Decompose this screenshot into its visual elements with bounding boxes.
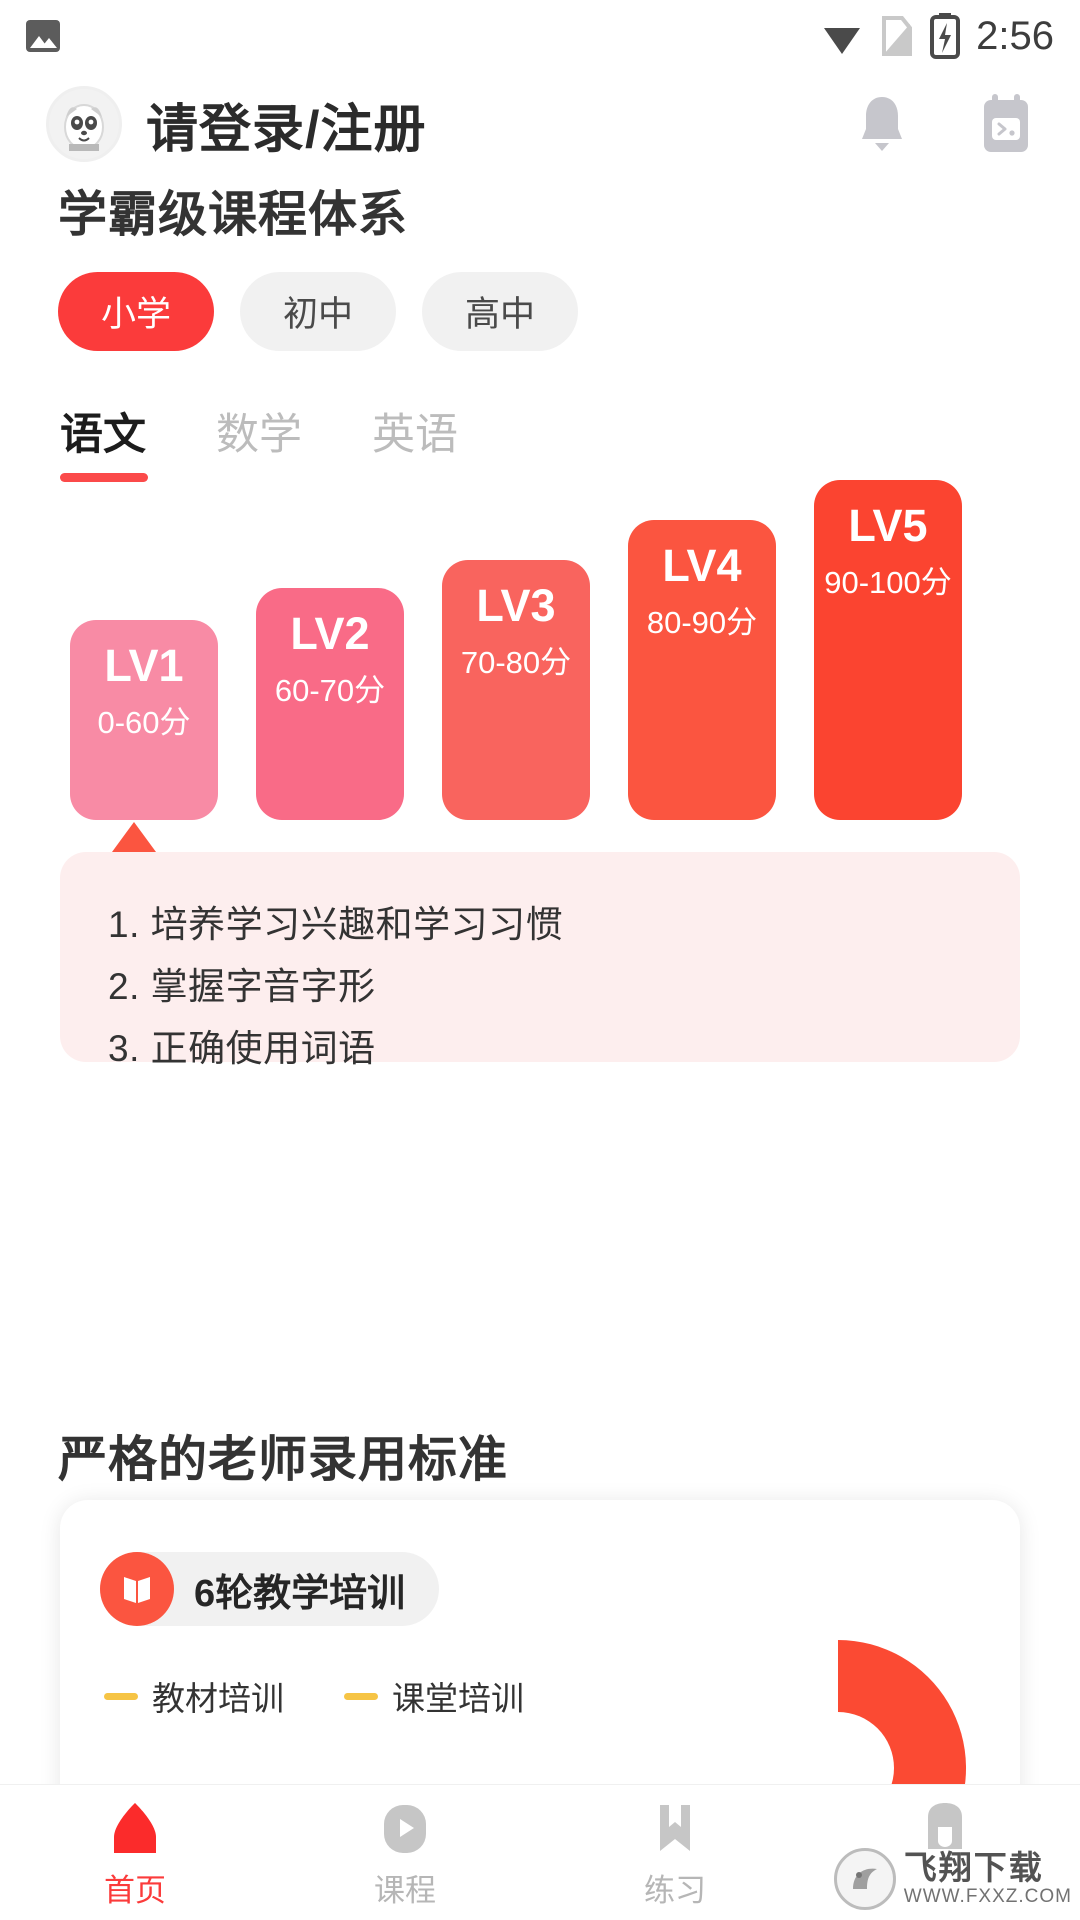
app-header-actions	[854, 92, 1034, 156]
home-icon	[114, 1803, 156, 1853]
level-bar-label: LV1	[104, 640, 184, 691]
app-header: 请登录/注册	[0, 74, 1080, 174]
legend-label: 教材培训	[152, 1680, 284, 1717]
level-bar-label: LV2	[290, 608, 370, 659]
wifi-icon	[824, 28, 861, 54]
book-icon	[100, 1552, 174, 1626]
watermark: 飞翔下载 WWW.FXXZ.COM	[833, 1848, 1072, 1910]
legend-item: 课堂培训	[344, 1672, 524, 1720]
level-bar-label: LV5	[848, 500, 928, 551]
watermark-logo-icon	[833, 1848, 896, 1910]
level-detail-item: 3. 正确使用词语	[108, 1027, 376, 1069]
grade-pill-middle[interactable]: 初中	[240, 272, 396, 351]
legend-swatch-icon	[344, 1692, 378, 1700]
sim-card-icon	[882, 16, 913, 56]
grade-pill-high[interactable]: 高中	[422, 272, 578, 351]
training-badge-label: 6轮教学培训	[194, 1572, 406, 1615]
nav-item-home[interactable]: 首页	[0, 1797, 270, 1910]
battery-charging-icon	[930, 13, 961, 59]
level-bar-label: LV3	[476, 580, 556, 631]
watermark-main: 飞翔下载	[903, 1849, 1044, 1887]
nav-item-practice[interactable]: 练习	[540, 1797, 810, 1910]
legend-label: 课堂培训	[392, 1680, 524, 1717]
tab-chinese[interactable]: 语文	[60, 400, 148, 482]
nav-label-home: 首页	[104, 1873, 166, 1908]
status-bar: 2:56	[0, 0, 1080, 72]
subject-tabs: 语文 数学 英语	[60, 400, 458, 482]
level-detail-card: 1. 培养学习兴趣和学习习惯 2. 掌握字音字形 3. 正确使用词语	[60, 852, 1020, 1069]
avatar[interactable]	[46, 86, 122, 162]
status-bar-clock: 2:56	[976, 13, 1054, 58]
level-bar-range: 0-60分	[97, 705, 191, 741]
level-bar-lv3[interactable]: LV3 70-80分	[442, 560, 590, 820]
tab-math[interactable]: 数学	[216, 411, 302, 459]
selected-level-pointer-icon	[112, 822, 156, 852]
nav-label-practice: 练习	[644, 1873, 706, 1908]
level-detail-item: 1. 培养学习兴趣和学习习惯	[108, 904, 564, 945]
nav-label-course: 课程	[374, 1873, 436, 1908]
grade-pill-primary[interactable]: 小学	[58, 272, 214, 351]
legend-item: 教材培训	[104, 1672, 284, 1720]
level-bar-chart: LV1 0-60分 LV2 60-70分 LV3 70-80分 LV4 80-9…	[60, 470, 1020, 820]
level-bar-range: 90-100分	[824, 565, 952, 601]
grade-selector: 小学 初中 高中	[58, 272, 578, 351]
level-bar-lv2[interactable]: LV2 60-70分	[256, 588, 404, 820]
training-legend: 教材培训 课堂培训	[104, 1672, 524, 1720]
level-bar-range: 80-90分	[646, 605, 758, 641]
level-bar-lv1[interactable]: LV1 0-60分	[70, 620, 218, 820]
status-bar-right: 2:56	[820, 13, 1054, 59]
watermark-text: 飞翔下载 WWW.FXXZ.COM	[904, 1850, 1072, 1907]
level-bar-lv4[interactable]: LV4 80-90分	[628, 520, 776, 820]
watermark-sub: WWW.FXXZ.COM	[903, 1885, 1072, 1907]
bottom-navigation: 首页 课程 练习	[0, 1784, 1080, 1920]
panda-avatar-icon	[64, 104, 104, 151]
bookmark-icon	[660, 1805, 690, 1851]
level-bar-range: 60-70分	[274, 673, 386, 709]
level-bar-range: 70-80分	[460, 645, 572, 681]
gallery-icon	[26, 20, 60, 52]
page-title-course: 学霸级课程体系	[58, 188, 409, 242]
nav-item-course[interactable]: 课程	[270, 1797, 540, 1910]
status-bar-left	[26, 20, 60, 52]
calendar-icon[interactable]	[978, 92, 1034, 156]
nav-item-profile[interactable]	[810, 1797, 1080, 1865]
profile-icon	[928, 1803, 962, 1849]
page-title-teacher: 严格的老师录用标准	[58, 1433, 509, 1487]
level-bar-lv5[interactable]: LV5 90-100分	[814, 480, 962, 820]
tab-english[interactable]: 英语	[372, 411, 458, 459]
legend-swatch-icon	[104, 1692, 138, 1700]
level-detail-item: 2. 掌握字音字形	[108, 965, 376, 1007]
training-badge: 6轮教学培训	[100, 1552, 440, 1626]
login-register-link[interactable]: 请登录/注册	[146, 100, 427, 159]
play-circle-icon	[384, 1805, 426, 1853]
level-bar-label: LV4	[662, 540, 742, 591]
bell-icon[interactable]	[854, 93, 910, 155]
